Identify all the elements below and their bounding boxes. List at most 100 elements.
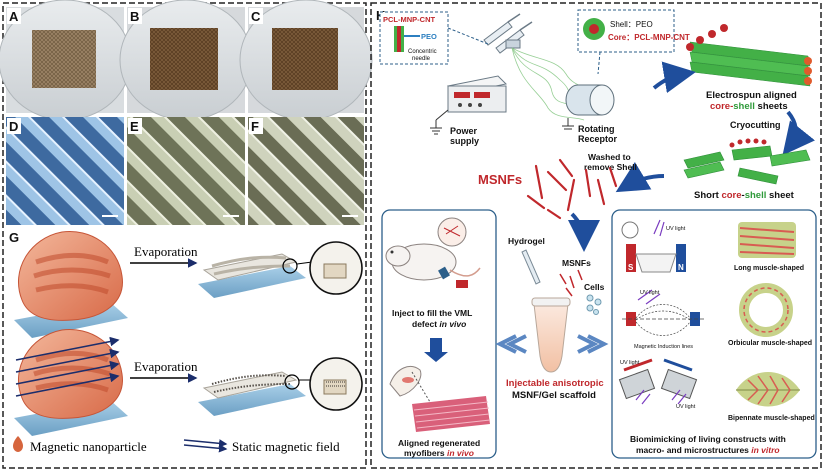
micrograph-f	[248, 117, 364, 225]
core-shell-cross-section-icon	[583, 18, 605, 40]
field-lines-setup	[622, 289, 704, 336]
msnfs-label: MSNFs	[478, 172, 522, 187]
zoom-circle-top	[282, 258, 298, 274]
chevron-right-icon	[577, 334, 609, 354]
panel-label-a: A	[7, 8, 21, 24]
evaporated-scaffold-top	[198, 253, 306, 298]
arrow-washed	[615, 161, 665, 193]
panel-label-f: F	[249, 118, 263, 134]
zoom-inset-top	[309, 241, 363, 295]
arrow-to-hydrogel	[567, 212, 600, 252]
uv-light-label-1: UV light	[666, 226, 686, 232]
photo-b	[119, 0, 253, 121]
zoom-inset-bottom	[309, 357, 363, 411]
msnf-fibers	[526, 158, 618, 220]
photo-a	[0, 0, 132, 121]
magnetic-field-arrows	[15, 336, 120, 397]
micrograph-d	[6, 117, 124, 225]
needle-caption-1: Concentric	[408, 49, 437, 55]
aligned-sheet-label-1: Electrospun aligned	[706, 90, 797, 101]
svg-text:G: G	[9, 230, 19, 245]
scaffold-tube	[531, 297, 571, 373]
concentric-needle-icon	[394, 26, 420, 52]
cryocutting-label: Cryocutting	[730, 120, 781, 130]
uv-light-label-4: UV light	[676, 404, 696, 410]
panel-label-g: G	[7, 229, 21, 245]
needle-label-peo: PEO	[421, 32, 437, 41]
needle-caption-2: needle	[412, 56, 431, 62]
arrow-to-sheet	[652, 61, 696, 94]
evaporation-label-top: Evaporation	[134, 244, 198, 259]
svg-text:F: F	[251, 119, 259, 134]
zoom-circle-bottom	[284, 374, 300, 390]
svg-text:C: C	[251, 9, 261, 24]
biomimic-label-1: Biomimicking of living constructs with	[630, 434, 786, 444]
arrow-cryocutting	[782, 110, 815, 156]
short-sheet-pieces	[683, 138, 811, 185]
orbicular-muscle-construct	[739, 283, 793, 337]
gel-drop-bottom	[14, 328, 128, 436]
evaporation-label-bottom: Evaporation	[134, 359, 198, 374]
electrospun-sheet	[686, 24, 812, 87]
mouse-illustration	[385, 217, 481, 288]
power-supply-box	[430, 75, 508, 135]
arrow-down-in-vivo	[424, 338, 448, 362]
aligned-regen-label-2: myofibers in vivo	[404, 448, 474, 458]
field-legend-icon	[183, 439, 228, 453]
photo-c	[239, 0, 373, 121]
hydrogel-label: Hydrogel	[508, 236, 545, 246]
washed-label-2: remove Shell	[584, 162, 637, 172]
regenerated-myofiber-illustration	[389, 366, 491, 432]
pipette-and-fibers	[521, 249, 583, 297]
inject-label-2: defect in vivo	[412, 319, 466, 329]
core-label: Core：PCL-MNP-CNT	[608, 33, 690, 42]
micrograph-e	[127, 117, 245, 225]
power-supply-label-2: supply	[450, 136, 479, 146]
magnetic-lines-label: Magnetic Induction lines	[634, 344, 693, 350]
nanoparticle-legend-icon	[13, 436, 23, 452]
receptor-label-1: Rotating	[578, 124, 615, 134]
gel-drop-top	[14, 230, 128, 338]
biomimic-label-2: macro- and microstructures in vitro	[636, 445, 780, 455]
cells-dots	[586, 294, 602, 315]
svg-text:E: E	[130, 119, 139, 134]
svg-text:B: B	[130, 9, 139, 24]
msnfs-small-label: MSNFs	[562, 258, 591, 268]
short-sheet-label: Short core-shell sheet	[694, 190, 795, 201]
shell-label: Shell：PEO	[610, 20, 653, 29]
zoom-line-top	[296, 261, 313, 265]
magnet-setup-bipennate	[618, 358, 698, 405]
inset-pointer	[597, 51, 601, 75]
uv-light-label-3: UV light	[620, 360, 640, 366]
chevron-left-icon	[495, 334, 527, 354]
evaporated-scaffold-bottom	[198, 371, 306, 416]
panel-label-e: E	[128, 118, 142, 134]
washed-label-1: Washed to	[588, 152, 631, 162]
legend-field-label: Static magnetic field	[232, 439, 340, 454]
long-muscle-construct	[738, 222, 796, 258]
needle-inset-box	[379, 11, 449, 65]
bipennate-muscle-label: Bipennate muscle-shaped	[728, 415, 815, 422]
inject-label-1: Inject to fill the VML	[392, 308, 472, 318]
magnet-n-label: N	[678, 263, 684, 272]
injectable-label-1: Injectable anisotropic	[506, 378, 604, 389]
needle-label-top: PCL-MNP-CNT	[383, 15, 435, 24]
magnet-s-label: S	[628, 263, 634, 272]
panel-label-d: D	[7, 118, 21, 134]
injectable-label-2: MSNF/Gel scaffold	[512, 390, 596, 401]
aligned-sheet-label-2: core-shell sheets	[710, 101, 788, 112]
magnet-setup-long	[621, 219, 686, 273]
panel-label-b: B	[128, 8, 142, 24]
uv-light-label-2: UV light	[640, 290, 660, 296]
panel-label-c: C	[249, 8, 263, 24]
power-supply-label-1: Power	[450, 126, 478, 136]
syringe-pump	[447, 13, 533, 54]
legend-nanoparticle-label: Magnetic nanoparticle	[30, 439, 147, 454]
bipennate-muscle-construct	[736, 372, 800, 407]
rotating-receptor	[562, 84, 615, 130]
cells-label: Cells	[584, 282, 605, 292]
svg-text:A: A	[9, 9, 19, 24]
aligned-regen-label-1: Aligned regenerated	[398, 438, 480, 448]
svg-text:D: D	[9, 119, 18, 134]
